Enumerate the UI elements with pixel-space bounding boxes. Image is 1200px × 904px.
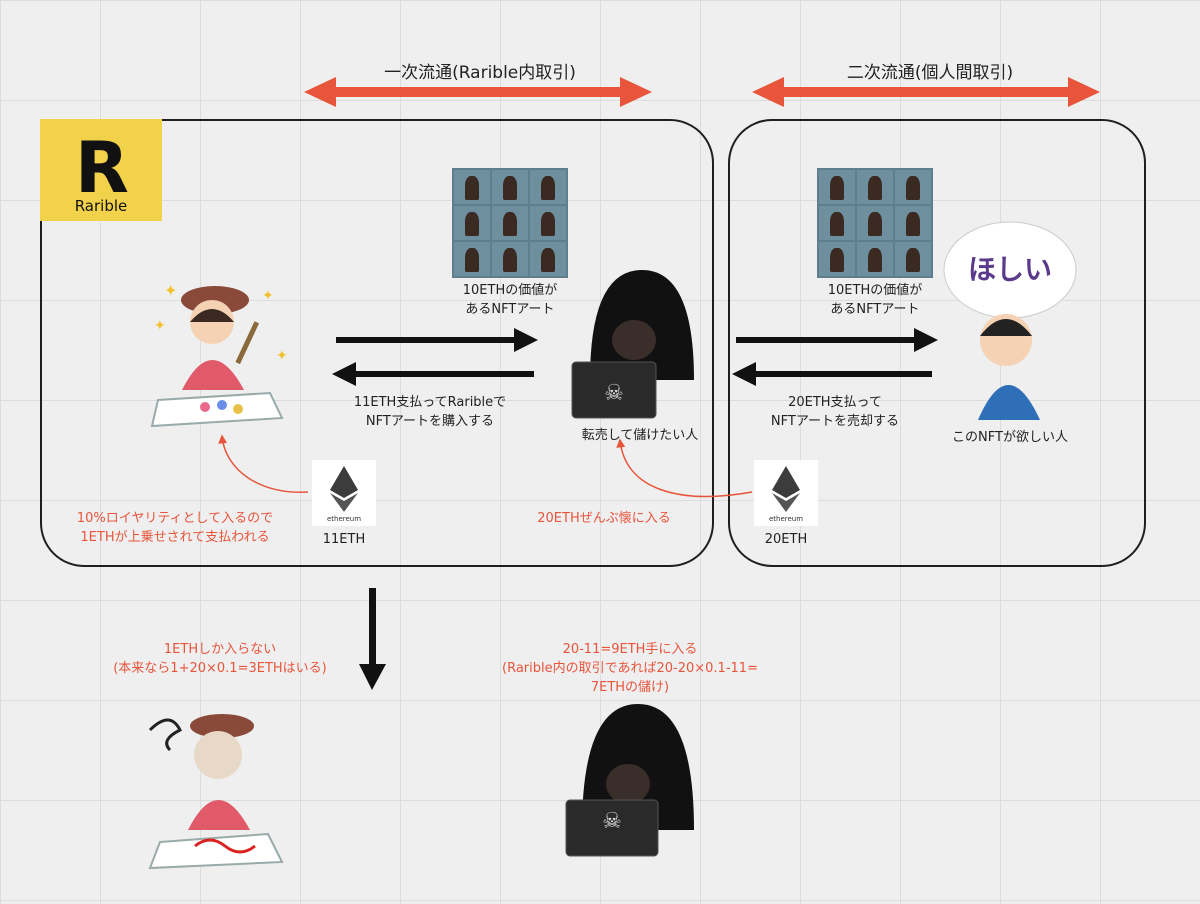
primary-distribution-heading: 一次流通(Rarible内取引) <box>384 63 576 83</box>
nft-art-grid-right <box>817 168 933 278</box>
down-result-arrow <box>359 588 386 690</box>
ethereum-logo-text: ethereum <box>768 515 804 523</box>
skull-icon: ☠ <box>602 809 622 834</box>
rarible-logo-letter: R <box>75 127 129 209</box>
buyer-label: このNFTが欲しい人 <box>952 430 1068 445</box>
reseller-hacker-bottom-illustration <box>565 704 694 857</box>
rarible-logo: R Rarible <box>40 119 162 221</box>
primary-market-panel <box>40 119 714 567</box>
reseller-result-note: 20-11=9ETH手に入る (Rarible内の取引であれば20-20×0.1… <box>502 642 758 695</box>
ethereum-logo-left: ethereum <box>312 460 376 526</box>
ethereum-diamond-icon <box>772 466 800 512</box>
buyer-bubble-text: ほしい <box>967 253 1052 286</box>
royalty-note: 10%ロイヤリティとして入るので 1ETHが上乗せされて支払われる <box>76 511 274 545</box>
rarible-logo-name: Rarible <box>74 197 128 215</box>
troubled-artist-illustration <box>148 714 284 870</box>
secondary-distribution-heading: 二次流通(個人間取引) <box>846 63 1014 83</box>
ethereum-logo-right: ethereum <box>754 460 818 526</box>
artist-result-note: 1ETHしか入らない (本来なら1+20×0.1=3ETHはいる) <box>113 642 327 676</box>
nft-caption-left: 10ETHの価値が あるNFTアート <box>462 283 558 317</box>
nft-caption-right: 10ETHの価値が あるNFTアート <box>827 283 923 317</box>
ethereum-logo-text: ethereum <box>326 515 362 523</box>
secondary-market-panel <box>728 119 1146 567</box>
purchase-arrow-label: 11ETH支払ってRaribleで NFTアートを購入する <box>353 395 507 429</box>
eth-right-amount: 20ETH <box>764 532 808 547</box>
eth-left-amount: 11ETH <box>322 532 366 547</box>
ethereum-diamond-icon <box>330 466 358 512</box>
reseller-gain-note: 20ETHぜんぶ懐に入る <box>537 511 671 526</box>
sale-arrow-label: 20ETH支払って NFTアートを売却する <box>770 395 900 429</box>
nft-art-grid-left <box>452 168 568 278</box>
reseller-label: 転売して儲けたい人 <box>581 428 699 443</box>
